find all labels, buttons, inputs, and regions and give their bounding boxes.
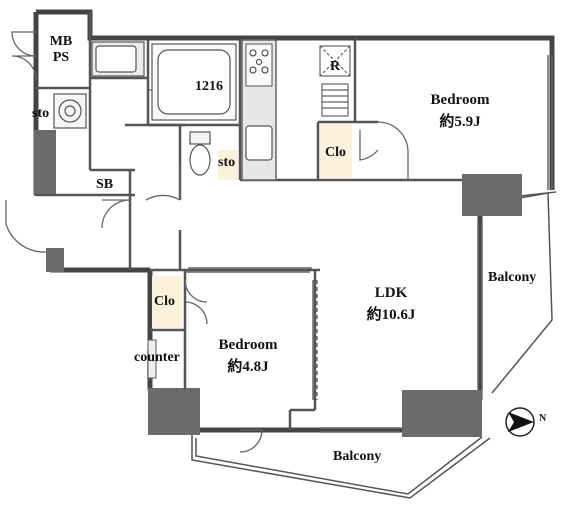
counter-label: counter (134, 350, 180, 365)
bedroom-left-label: Bedroom 約4.8J (208, 337, 288, 377)
sto-mid-label: sto (218, 155, 236, 170)
ldk-size: 約10.6J (366, 307, 416, 324)
washing-machine-space (53, 93, 87, 129)
washroom (91, 41, 145, 77)
bedroom-right-name: Bedroom (430, 92, 490, 108)
ldk-name: LDK (374, 285, 408, 301)
fridge-label: R (330, 59, 341, 74)
sb-label: SB (96, 177, 114, 192)
fridge-space (319, 45, 351, 117)
mb-ps-label: MB PS (44, 34, 78, 66)
bedroom-left-size: 約4.8J (227, 359, 269, 376)
bedroom-right-size: 約5.9J (439, 114, 481, 131)
door-swings (5, 31, 409, 453)
north-arrow-icon (505, 407, 535, 437)
ldk-label: LDK 約10.6J (356, 285, 426, 325)
toilet (189, 131, 211, 176)
mb-label: MB (49, 34, 73, 49)
sliding-doors (147, 55, 553, 433)
unit-bath-label: 1216 (195, 79, 223, 94)
north-label: N (539, 413, 547, 424)
bedroom-left-name: Bedroom (218, 337, 278, 353)
kitchen (241, 39, 277, 181)
bedroom-right-label: Bedroom 約5.9J (420, 92, 500, 132)
storage-areas (152, 124, 352, 328)
sto-left-label: sto (32, 106, 50, 121)
balcony-bottom-outline (191, 435, 491, 499)
counter-block (147, 339, 157, 379)
unit-bath (151, 43, 237, 121)
balcony-right-label: Balcony (488, 270, 537, 285)
clo-left-label: Clo (154, 294, 175, 309)
balcony-bottom-label: Balcony (333, 449, 382, 464)
clo-right-label: Clo (325, 145, 346, 160)
ps-label: PS (52, 50, 70, 66)
pillars (34, 130, 522, 437)
balcony-right-outline (491, 191, 557, 394)
interior-walls (36, 12, 462, 430)
